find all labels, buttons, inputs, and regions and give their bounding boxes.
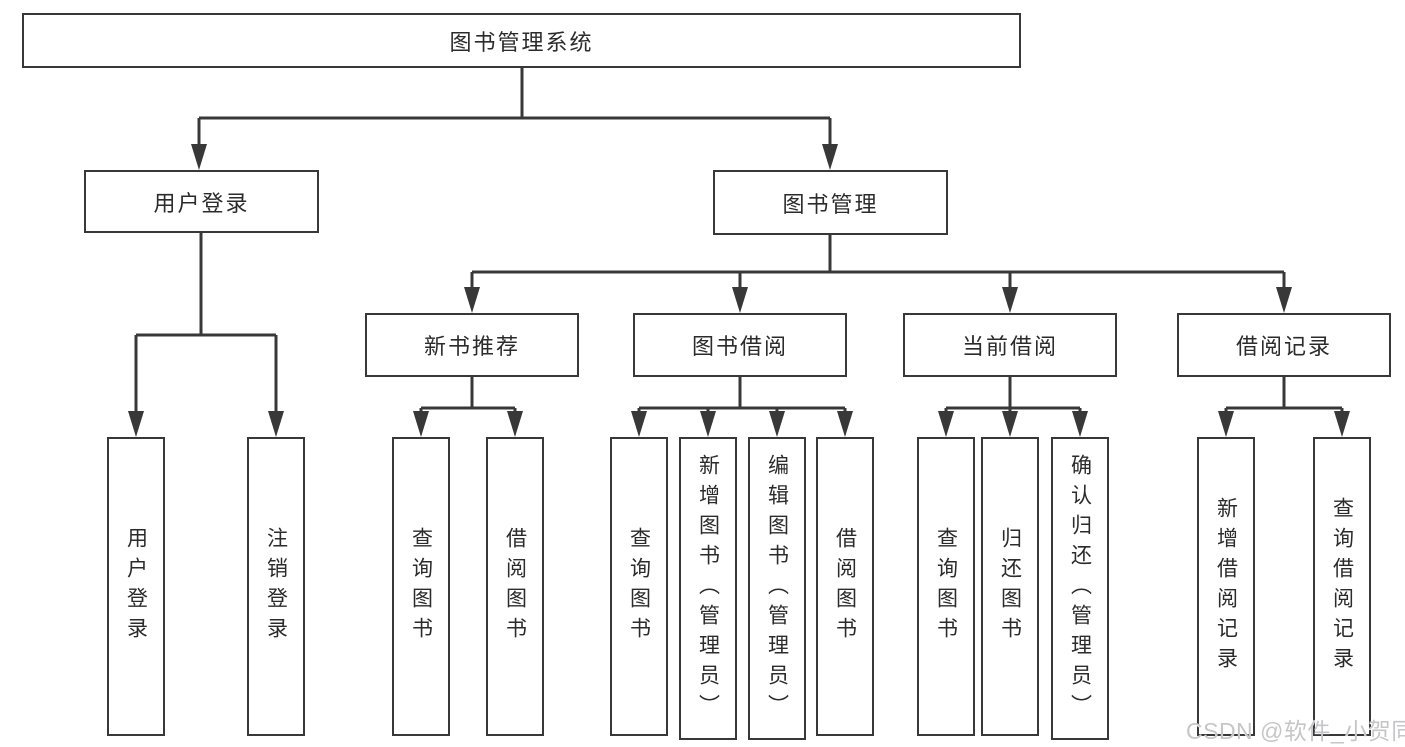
leaf-query-books-borrowing: 查询图书 <box>610 437 668 736</box>
connector-root-to-level2 <box>197 68 832 146</box>
arrowhead <box>1072 411 1088 437</box>
arrowhead <box>413 411 429 437</box>
node-label: 新增图书（管理员） <box>696 453 720 724</box>
node-book-management: 图书管理 <box>713 170 948 235</box>
leaf-query-borrow-record: 查询借阅记录 <box>1313 437 1371 736</box>
arrowhead <box>938 411 954 437</box>
node-label: 用户登录 <box>124 526 148 647</box>
node-label: 借阅图书 <box>833 526 857 647</box>
node-label: 借阅记录 <box>1235 334 1332 359</box>
node-label: 当前借阅 <box>961 334 1058 359</box>
connector-newbooks-to-leaves <box>419 377 517 414</box>
node-label: 查询图书 <box>627 526 651 647</box>
node-label: 图书管理系统 <box>449 29 594 55</box>
node-book-borrowing: 图书借阅 <box>633 313 847 377</box>
node-current-borrowing: 当前借阅 <box>903 313 1117 377</box>
node-label: 用户登录 <box>153 190 250 216</box>
arrowhead <box>268 411 284 437</box>
node-new-book-recommend: 新书推荐 <box>365 313 579 377</box>
arrowhead <box>1276 287 1292 313</box>
node-label: 新书推荐 <box>423 334 520 359</box>
leaf-borrow-books-recommend: 借阅图书 <box>486 437 544 736</box>
arrowhead <box>837 411 853 437</box>
arrowhead <box>1218 411 1234 437</box>
node-label: 编辑图书（管理员） <box>765 453 789 724</box>
arrowhead <box>822 144 838 170</box>
node-label: 注销登录 <box>264 526 288 647</box>
node-borrowing-records: 借阅记录 <box>1177 313 1391 377</box>
arrowhead <box>464 287 480 313</box>
node-label: 查询借阅记录 <box>1330 496 1354 677</box>
connector-borrow-to-leaves <box>637 377 847 414</box>
node-label: 新增借阅记录 <box>1214 496 1238 677</box>
node-label: 确认归还（管理员） <box>1068 453 1092 724</box>
csdn-watermark: CSDN @软件_小贺同学 <box>1186 718 1405 744</box>
arrowhead <box>769 411 785 437</box>
connector-userlogin-to-leaves <box>134 233 278 413</box>
leaf-borrow-books: 借阅图书 <box>816 437 874 736</box>
arrowhead <box>1334 411 1350 437</box>
arrowhead <box>128 411 144 437</box>
node-root-system: 图书管理系统 <box>22 13 1021 68</box>
leaf-logout: 注销登录 <box>247 437 305 736</box>
node-label: 归还图书 <box>998 526 1022 647</box>
leaf-add-borrow-record: 新增借阅记录 <box>1197 437 1255 736</box>
connector-bookmgmt-to-level3 <box>470 235 1286 289</box>
arrowhead <box>507 411 523 437</box>
node-user-login: 用户登录 <box>84 170 319 233</box>
connector-records-to-leaves <box>1224 377 1344 414</box>
arrowhead <box>1002 287 1018 313</box>
leaf-add-books-admin: 新增图书（管理员） <box>679 437 737 740</box>
arrowhead <box>700 411 716 437</box>
arrowhead <box>1002 411 1018 437</box>
arrowhead <box>191 144 207 170</box>
leaf-return-books: 归还图书 <box>981 437 1039 736</box>
connector-current-to-leaves <box>944 377 1082 414</box>
leaf-confirm-return-admin: 确认归还（管理员） <box>1051 437 1109 740</box>
node-label: 查询图书 <box>934 526 958 647</box>
arrowheads <box>128 144 1350 437</box>
arrowhead <box>732 287 748 313</box>
node-label: 借阅图书 <box>503 526 527 647</box>
leaf-edit-books-admin: 编辑图书（管理员） <box>748 437 806 740</box>
node-label: 图书管理 <box>782 191 879 217</box>
node-label: 查询图书 <box>409 526 433 647</box>
leaf-query-books-recommend: 查询图书 <box>392 437 450 736</box>
leaf-query-books-current: 查询图书 <box>917 437 975 736</box>
node-label: 图书借阅 <box>691 334 788 359</box>
leaf-user-login: 用户登录 <box>107 437 165 736</box>
arrowhead <box>631 411 647 437</box>
